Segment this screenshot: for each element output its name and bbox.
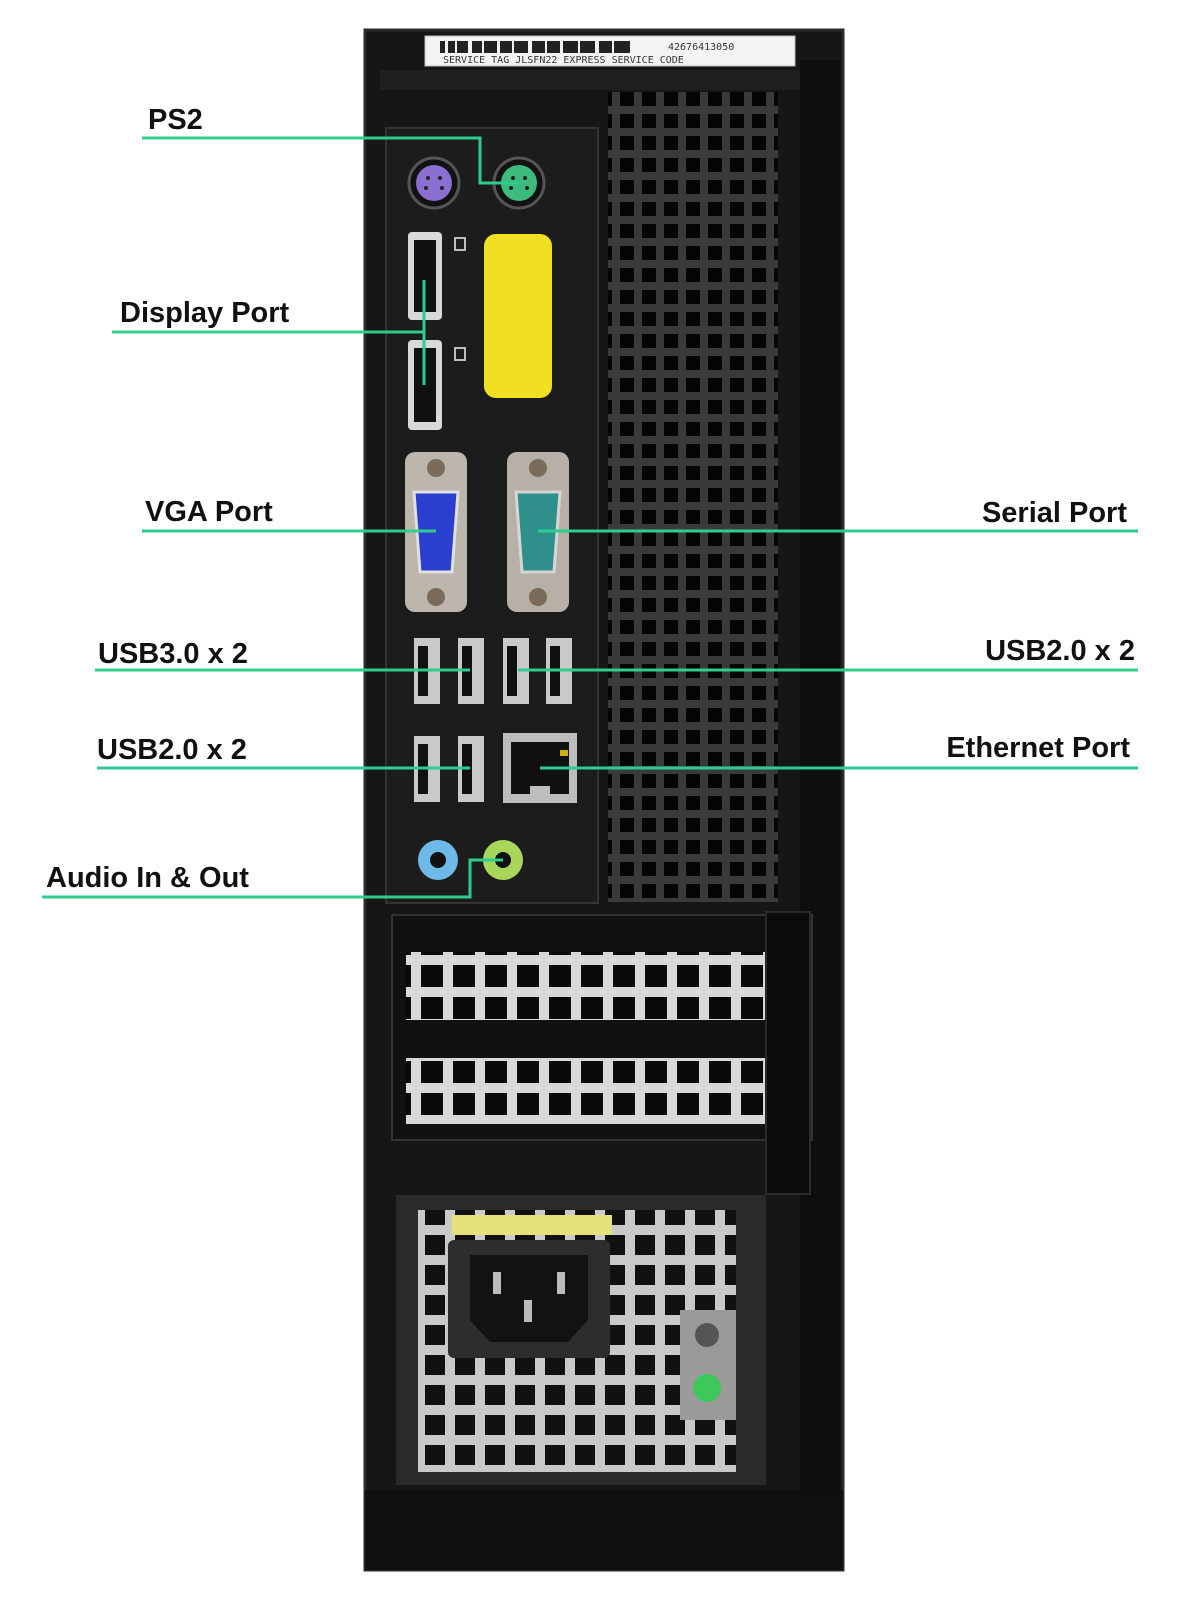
- usb2-port-1: [503, 638, 529, 704]
- label-usb30: USB3.0 x 2: [98, 638, 248, 670]
- barcode: [440, 41, 630, 53]
- rear-vent-grid: [608, 92, 778, 902]
- service-tag-number: 42676413050: [668, 42, 734, 53]
- label-ethernet-port: Ethernet Port: [946, 732, 1130, 764]
- leader-ps2: [142, 136, 519, 185]
- service-tag-sticker: 42676413050 SERVICE TAG JLSFN22 EXPRESS …: [424, 35, 796, 67]
- label-serial-port: Serial Port: [981, 497, 1127, 529]
- dp-logo-icon: [454, 237, 466, 361]
- audio-in-jack: [418, 840, 458, 880]
- label-usb20-right: USB2.0 x 2: [985, 635, 1135, 667]
- leader-lines: [42, 136, 1138, 899]
- ps2-keyboard-port: [407, 156, 461, 210]
- label-audio: Audio In & Out: [46, 862, 249, 894]
- power-supply: [396, 1195, 766, 1485]
- leader-audio: [42, 858, 503, 899]
- label-vga-port: VGA Port: [145, 496, 273, 528]
- label-display-port: Display Port: [120, 297, 290, 329]
- label-usb20-left: USB2.0 x 2: [97, 734, 247, 766]
- expansion-slots: [391, 911, 813, 1195]
- display-port-1: [408, 232, 442, 320]
- service-tag-caption: SERVICE TAG JLSFN22 EXPRESS SERVICE CODE: [443, 55, 684, 66]
- yellow-sticker: [484, 234, 552, 398]
- label-ps2: PS2: [148, 104, 203, 136]
- psu-test-button: [680, 1310, 736, 1420]
- power-socket: [448, 1240, 610, 1358]
